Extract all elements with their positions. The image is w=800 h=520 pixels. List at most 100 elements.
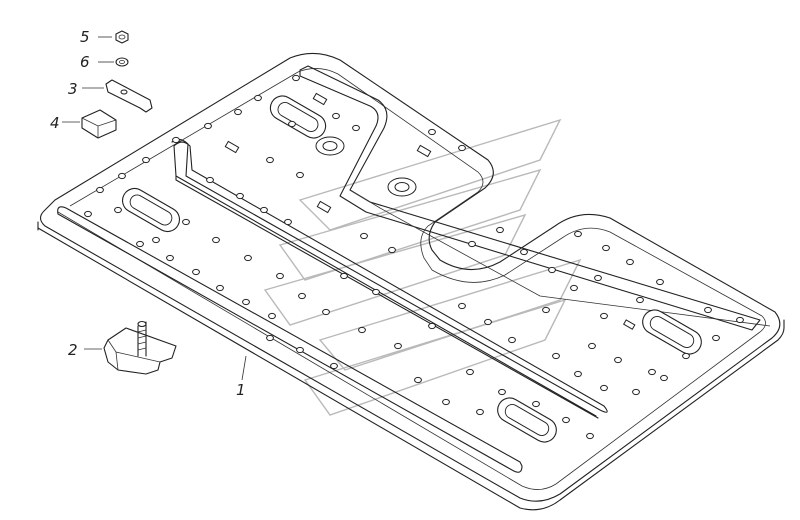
mounting-hole — [292, 74, 300, 82]
pad-part — [62, 109, 117, 139]
mounting-hole — [570, 284, 578, 292]
mounting-hole — [736, 316, 744, 324]
platform-plate — [37, 52, 785, 511]
mounting-hole — [602, 244, 610, 252]
mounting-hole — [508, 336, 516, 344]
mounting-hole — [458, 144, 466, 152]
mounting-hole — [234, 108, 242, 116]
mounting-hole — [298, 292, 306, 300]
mounting-hole — [352, 124, 360, 132]
mounting-hole — [588, 342, 596, 350]
grommet-top — [315, 136, 345, 156]
mounting-hole — [84, 210, 92, 218]
mounting-hole — [172, 136, 180, 144]
mounting-hole — [414, 376, 422, 384]
slot-bottom — [497, 397, 557, 443]
mounting-hole — [476, 408, 484, 416]
mounting-hole — [712, 334, 720, 342]
mounting-hole — [484, 318, 492, 326]
mounting-hole — [372, 288, 380, 296]
mounting-hole — [704, 306, 712, 314]
mounting-hole — [594, 274, 602, 282]
mounting-hole — [204, 122, 212, 130]
mounting-hole — [118, 172, 126, 180]
grommet-center — [387, 177, 417, 197]
mounting-hole — [114, 206, 122, 214]
mounting-hole — [296, 346, 304, 354]
callout-6: 6 — [80, 53, 90, 71]
mounting-hole — [192, 268, 200, 276]
mounting-hole — [428, 322, 436, 330]
mounting-hole — [358, 326, 366, 334]
mounting-hole — [586, 432, 594, 440]
callout-1: 1 — [236, 381, 246, 399]
mounting-hole — [284, 218, 292, 226]
washer-part — [98, 57, 129, 67]
mounting-hole — [388, 246, 396, 254]
slot-right — [642, 309, 702, 355]
mounting-hole — [166, 254, 174, 262]
mounting-hole — [332, 112, 340, 120]
callout-2: 2 — [68, 341, 78, 359]
mounting-hole — [574, 370, 582, 378]
mounting-hole — [268, 312, 276, 320]
mounting-hole — [520, 248, 528, 256]
mounting-hole — [212, 236, 220, 244]
mounting-hole — [656, 278, 664, 286]
mounting-hole — [244, 254, 252, 262]
stud-bracket-part — [84, 320, 177, 375]
mounting-hole — [236, 192, 244, 200]
mounting-hole — [682, 352, 690, 360]
mounting-hole — [260, 206, 268, 214]
mounting-hole — [632, 388, 640, 396]
mounting-hole — [428, 128, 436, 136]
mounting-hole — [466, 368, 474, 376]
mounting-hole — [96, 186, 104, 194]
mounting-hole — [648, 368, 656, 376]
mounting-hole — [600, 384, 608, 392]
mounting-hole — [552, 352, 560, 360]
mounting-hole — [206, 176, 214, 184]
slot-top — [269, 95, 327, 139]
callout-4: 4 — [50, 114, 60, 132]
mounting-holes — [84, 74, 744, 440]
watermark-logo — [263, 118, 582, 416]
mounting-hole — [542, 306, 550, 314]
mounting-hole — [142, 156, 150, 164]
mounting-hole — [626, 258, 634, 266]
mounting-hole — [532, 400, 540, 408]
mounting-hole — [296, 171, 304, 179]
mounting-hole — [136, 240, 144, 248]
mounting-hole — [574, 230, 582, 238]
mounting-hole — [276, 272, 284, 280]
rect-cutouts — [224, 92, 636, 330]
slot-left — [121, 187, 181, 233]
mounting-hole — [600, 312, 608, 320]
mounting-hole — [340, 272, 348, 280]
mounting-hole — [498, 388, 506, 396]
mounting-hole — [468, 240, 476, 248]
mounting-hole — [458, 302, 466, 310]
callout-3: 3 — [68, 80, 78, 98]
mounting-hole — [266, 334, 274, 342]
mounting-hole — [242, 298, 250, 306]
mounting-hole — [394, 342, 402, 350]
mounting-hole — [562, 416, 570, 424]
mounting-hole — [266, 156, 274, 164]
mounting-hole — [152, 236, 160, 244]
mounting-hole — [360, 232, 368, 240]
bracket-plate-part — [82, 79, 153, 113]
mounting-hole — [548, 266, 556, 274]
mounting-hole — [636, 296, 644, 304]
callout-5: 5 — [80, 28, 90, 46]
leader-line-1 — [241, 355, 247, 381]
mounting-hole — [216, 284, 224, 292]
mounting-hole — [254, 94, 262, 102]
mounting-hole — [496, 226, 504, 234]
mounting-hole — [182, 218, 190, 226]
mounting-hole — [660, 374, 668, 382]
mounting-hole — [330, 362, 338, 370]
nut-part — [98, 30, 129, 44]
mounting-hole — [614, 356, 622, 364]
